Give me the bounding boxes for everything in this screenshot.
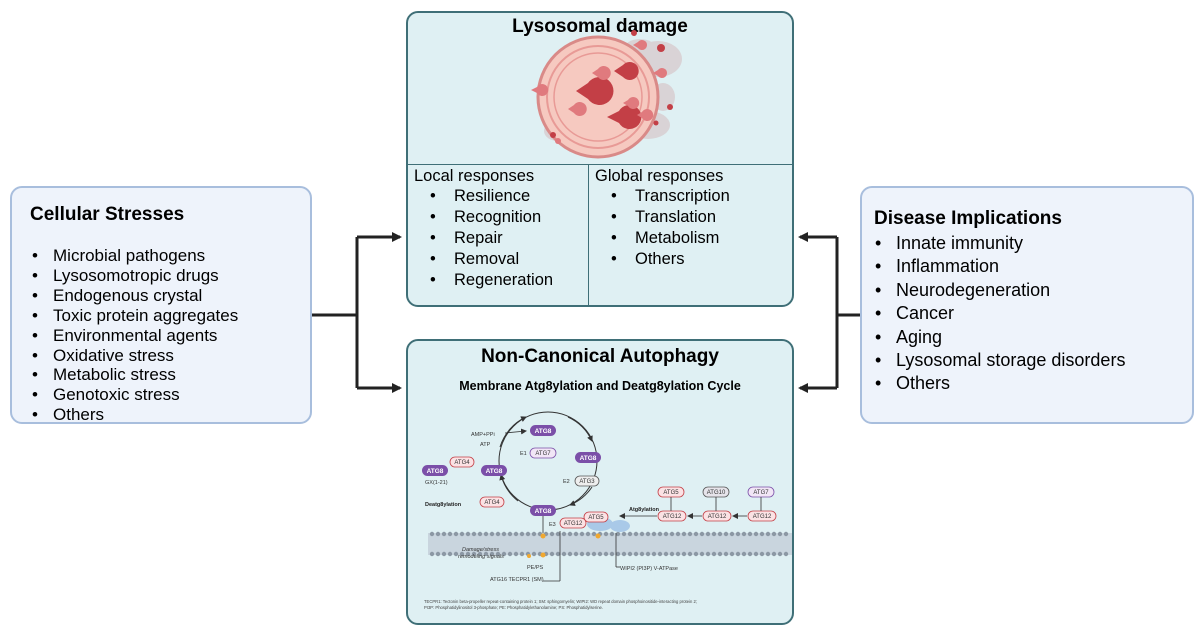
membrane-bilayer	[428, 531, 792, 557]
list-item: Environmental agents	[29, 326, 238, 346]
damage-stress-label: Damage/stress	[462, 547, 499, 553]
responses-section: Local responses Resilience Recognition R…	[408, 164, 792, 305]
atg7-label: ATG7	[753, 490, 769, 496]
atg12-label: ATG12	[663, 514, 682, 520]
footnote-line-1: TECPR1: Tectonin beta-propeller repeat-c…	[424, 599, 697, 604]
global-responses-heading: Global responses	[595, 167, 724, 185]
list-item: Transcription	[595, 186, 792, 207]
atg8-label: ATG8	[535, 428, 552, 435]
atg8ylation-cycle-diagram: ATG8 ATG8 ATG8 ATG8 ATG8 ATG7 ATG3 ATG4 …	[422, 411, 792, 610]
list-item: Genotoxic stress	[29, 385, 238, 405]
atg8-label: ATG8	[580, 455, 597, 462]
list-item: Neurodegeneration	[872, 279, 1125, 303]
list-item: Microbial pathogens	[29, 246, 238, 266]
non-canonical-autophagy-panel: Non-Canonical Autophagy Membrane Atg8yla…	[406, 339, 794, 625]
list-item: Others	[872, 372, 1125, 396]
list-item: Resilience	[414, 186, 588, 207]
list-item: Endogenous crystal	[29, 286, 238, 306]
list-item: Cancer	[872, 302, 1125, 326]
atg12-label: ATG12	[708, 514, 727, 520]
atg10-label: ATG10	[707, 490, 726, 496]
lysosomal-damage-panel: Lysosomal damage	[406, 11, 794, 307]
atg12-label: ATG12	[564, 521, 583, 527]
e3-label: E3	[549, 522, 556, 528]
atg8-label: ATG8	[486, 468, 503, 475]
atg16-tecpr1-label: ATG16 TECPR1 (SM)	[490, 577, 544, 583]
local-responses-column: Local responses Resilience Recognition R…	[408, 165, 589, 305]
list-item: Recognition	[414, 207, 588, 228]
global-responses-column: Global responses Transcription Translati…	[589, 165, 792, 305]
e1-label: E1	[520, 451, 527, 457]
non-canonical-autophagy-title: Non-Canonical Autophagy	[481, 346, 719, 367]
damaged-lysosome-illustration	[531, 30, 682, 159]
atg7-label: ATG7	[535, 451, 551, 457]
list-item: Regeneration	[414, 270, 588, 291]
list-item: Innate immunity	[872, 232, 1125, 256]
list-item: Oxidative stress	[29, 346, 238, 366]
list-item: Others	[29, 405, 238, 425]
list-item: Translation	[595, 207, 792, 228]
disease-implications-list: Innate immunity Inflammation Neurodegene…	[872, 232, 1125, 396]
list-item: Lysosomal storage disorders	[872, 349, 1125, 373]
global-responses-list: Transcription Translation Metabolism Oth…	[595, 186, 792, 270]
lysosomal-damage-title: Lysosomal damage	[512, 16, 688, 37]
wipi2-label: WIPI2 (PI3P) V-ATPase	[620, 566, 678, 572]
list-item: Metabolic stress	[29, 365, 238, 385]
atg12-label: ATG12	[753, 514, 772, 520]
list-item: Removal	[414, 249, 588, 270]
atg5-label: ATG5	[663, 490, 679, 496]
atg3-label: ATG3	[579, 479, 595, 485]
atg4-label: ATG4	[454, 460, 470, 466]
cellular-stresses-title: Cellular Stresses	[30, 204, 185, 225]
footnote-line-2: PI3P: Phosphatidylinositol 3-phosphate; …	[424, 605, 603, 610]
list-item: Others	[595, 249, 792, 270]
list-item: Toxic protein aggregates	[29, 306, 238, 326]
amp-ppi-label: AMP+PPi	[471, 432, 495, 438]
local-responses-heading: Local responses	[414, 167, 535, 185]
list-item: Metabolism	[595, 228, 792, 249]
atg4-label: ATG4	[484, 500, 500, 506]
atg8ylation-label: Atg8ylation	[629, 507, 660, 513]
atg5-label: ATG5	[588, 515, 604, 521]
gx-label: GX(1-21)	[425, 480, 448, 486]
list-item: Repair	[414, 228, 588, 249]
atg8ylation-cycle-subtitle: Membrane Atg8ylation and Deatg8ylation C…	[459, 379, 741, 393]
disease-implications-title: Disease Implications	[874, 208, 1062, 229]
list-item: Lysosomotropic drugs	[29, 266, 238, 286]
list-item: Inflammation	[872, 255, 1125, 279]
list-item: Aging	[872, 326, 1125, 350]
disease-implications-panel: Disease Implications Innate immunity Inf…	[860, 186, 1194, 424]
cellular-stresses-panel: Cellular Stresses Microbial pathogens Ly…	[10, 186, 312, 425]
atg8-label: ATG8	[427, 468, 444, 475]
remodeling-signals-label: remodeling signals	[458, 554, 504, 560]
atp-label: ATP	[480, 442, 491, 448]
pe-ps-label: PE/PS	[527, 565, 544, 571]
atg8-label: ATG8	[535, 508, 552, 515]
deatg8ylation-label: Deatg8ylation	[425, 502, 462, 508]
cellular-stresses-list: Microbial pathogens Lysosomotropic drugs…	[29, 246, 238, 425]
e2-label: E2	[563, 479, 570, 485]
local-responses-list: Resilience Recognition Repair Removal Re…	[414, 186, 588, 291]
